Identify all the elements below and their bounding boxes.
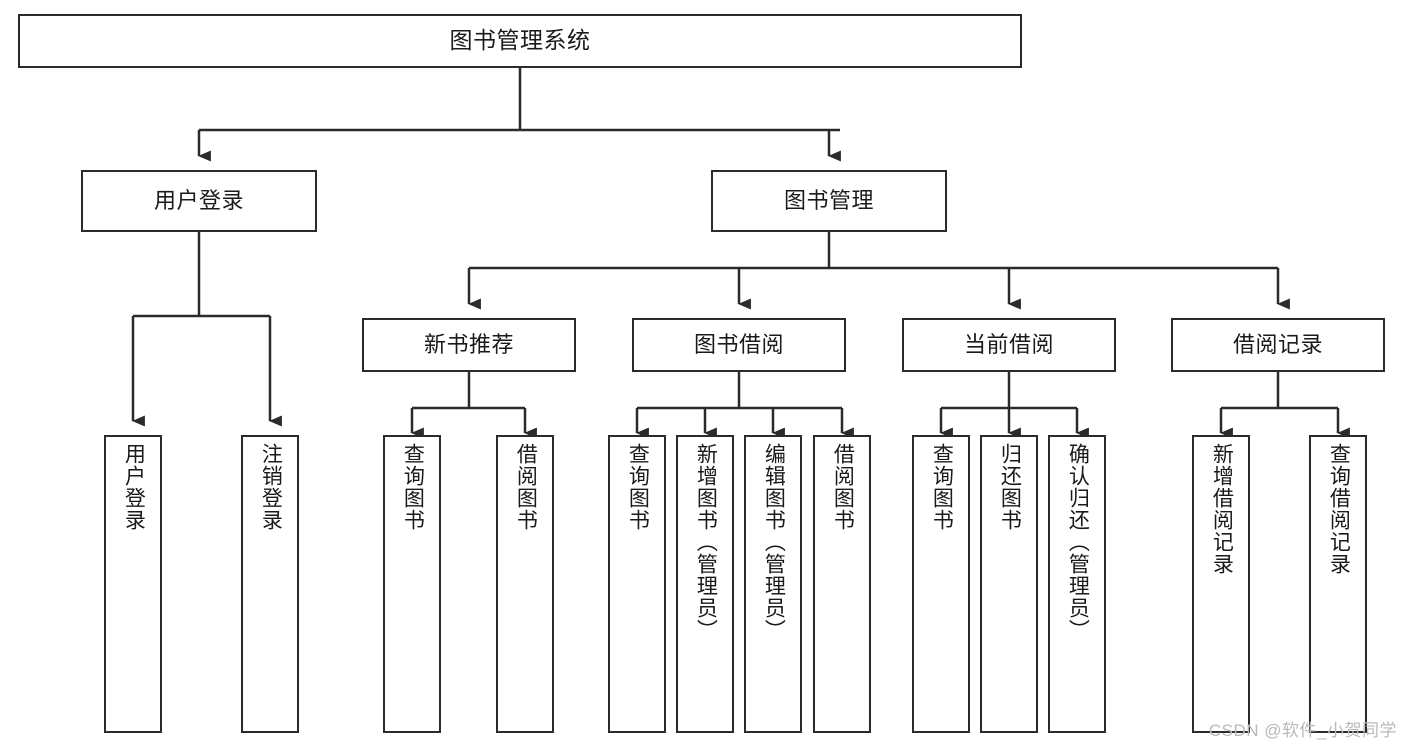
node-current-borrowing-label: 当前借阅 xyxy=(963,332,1054,358)
node-leaf-add-borrow-record-label: 新增借阅记录 xyxy=(1210,443,1234,575)
node-leaf-confirm-return-admin[interactable]: 确认归还（管理员） xyxy=(1048,435,1106,733)
node-leaf-query-book-newbook[interactable]: 查询图书 xyxy=(383,435,441,733)
node-leaf-edit-book-admin[interactable]: 编辑图书（管理员） xyxy=(744,435,802,733)
node-user-login[interactable]: 用户登录 xyxy=(81,170,317,232)
node-leaf-query-borrow-record-label: 查询借阅记录 xyxy=(1327,443,1351,575)
node-leaf-query-book-borrow-label: 查询图书 xyxy=(626,443,650,531)
node-leaf-logout[interactable]: 注销登录 xyxy=(241,435,299,733)
node-new-book-recommendation[interactable]: 新书推荐 xyxy=(362,318,576,372)
node-root-label: 图书管理系统 xyxy=(449,27,591,54)
node-leaf-borrow-book-newbook-label: 借阅图书 xyxy=(514,443,538,531)
node-leaf-user-login-label: 用户登录 xyxy=(122,443,146,531)
node-book-management[interactable]: 图书管理 xyxy=(711,170,947,232)
node-leaf-query-book-newbook-label: 查询图书 xyxy=(401,443,425,531)
node-new-book-recommendation-label: 新书推荐 xyxy=(423,332,514,358)
node-leaf-borrow-book[interactable]: 借阅图书 xyxy=(813,435,871,733)
node-leaf-return-book[interactable]: 归还图书 xyxy=(980,435,1038,733)
node-book-borrowing[interactable]: 图书借阅 xyxy=(632,318,846,372)
node-leaf-user-login[interactable]: 用户登录 xyxy=(104,435,162,733)
node-leaf-logout-label: 注销登录 xyxy=(259,443,283,531)
node-root-book-management-system[interactable]: 图书管理系统 xyxy=(18,14,1022,68)
node-leaf-query-book-current-label: 查询图书 xyxy=(930,443,954,531)
node-leaf-borrow-book-newbook[interactable]: 借阅图书 xyxy=(496,435,554,733)
node-leaf-add-book-admin[interactable]: 新增图书（管理员） xyxy=(676,435,734,733)
node-leaf-add-book-admin-label: 新增图书（管理员） xyxy=(694,443,718,641)
node-leaf-borrow-book-label: 借阅图书 xyxy=(831,443,855,531)
node-book-management-label: 图书管理 xyxy=(783,188,874,214)
node-borrowing-record-label: 借阅记录 xyxy=(1232,332,1323,358)
node-leaf-query-borrow-record[interactable]: 查询借阅记录 xyxy=(1309,435,1367,733)
node-leaf-return-book-label: 归还图书 xyxy=(998,443,1022,531)
node-book-borrowing-label: 图书借阅 xyxy=(693,332,784,358)
node-leaf-query-book-current[interactable]: 查询图书 xyxy=(912,435,970,733)
node-leaf-confirm-return-admin-label: 确认归还（管理员） xyxy=(1066,443,1090,641)
node-leaf-add-borrow-record[interactable]: 新增借阅记录 xyxy=(1192,435,1250,733)
node-leaf-edit-book-admin-label: 编辑图书（管理员） xyxy=(762,443,786,641)
node-borrowing-record[interactable]: 借阅记录 xyxy=(1171,318,1385,372)
node-current-borrowing[interactable]: 当前借阅 xyxy=(902,318,1116,372)
node-leaf-query-book-borrow[interactable]: 查询图书 xyxy=(608,435,666,733)
node-user-login-label: 用户登录 xyxy=(153,188,244,214)
